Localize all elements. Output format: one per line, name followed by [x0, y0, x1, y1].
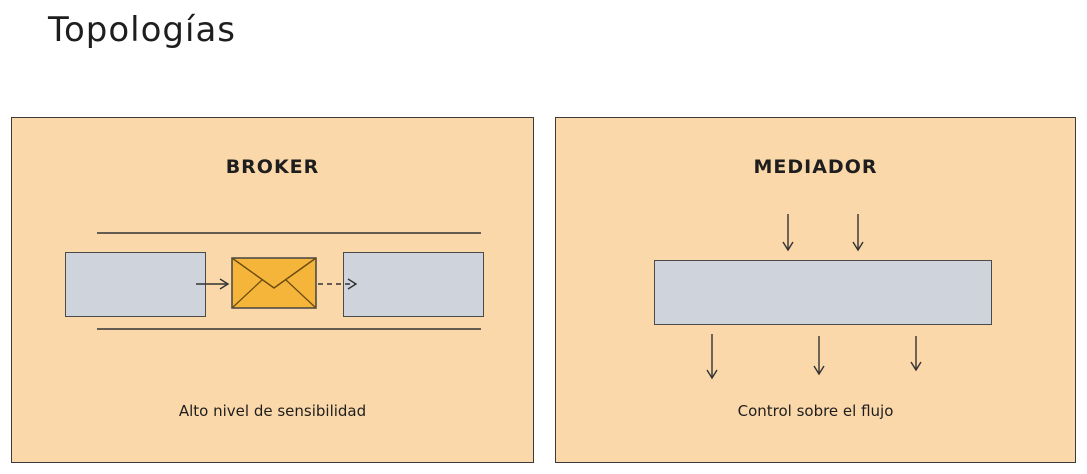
- arrow-down-icon: [706, 334, 718, 380]
- mediator-title: MEDIADOR: [753, 156, 878, 178]
- arrow-right-icon: [196, 278, 230, 290]
- broker-panel: BROKER Alto nivel de sensibilidad: [11, 117, 534, 463]
- mediator-caption: Control sobre el flujo: [737, 402, 894, 420]
- consumer-box: [343, 252, 484, 317]
- broker-title: BROKER: [225, 156, 320, 178]
- broker-drawing: [97, 232, 481, 330]
- mediator-box: [654, 260, 992, 325]
- arrow-down-icon: [910, 336, 922, 372]
- arrow-down-icon: [782, 214, 794, 252]
- dashed-arrow-right-icon: [318, 278, 358, 290]
- mediator-panel: MEDIADOR Control sobre el flujo: [555, 117, 1076, 463]
- mediator-drawing: [706, 214, 922, 380]
- arrow-down-icon: [813, 336, 825, 376]
- broker-caption: Alto nivel de sensibilidad: [178, 402, 367, 420]
- arrow-down-icon: [852, 214, 864, 252]
- envelope-icon: [231, 257, 317, 309]
- page-title: Topologías: [48, 10, 237, 50]
